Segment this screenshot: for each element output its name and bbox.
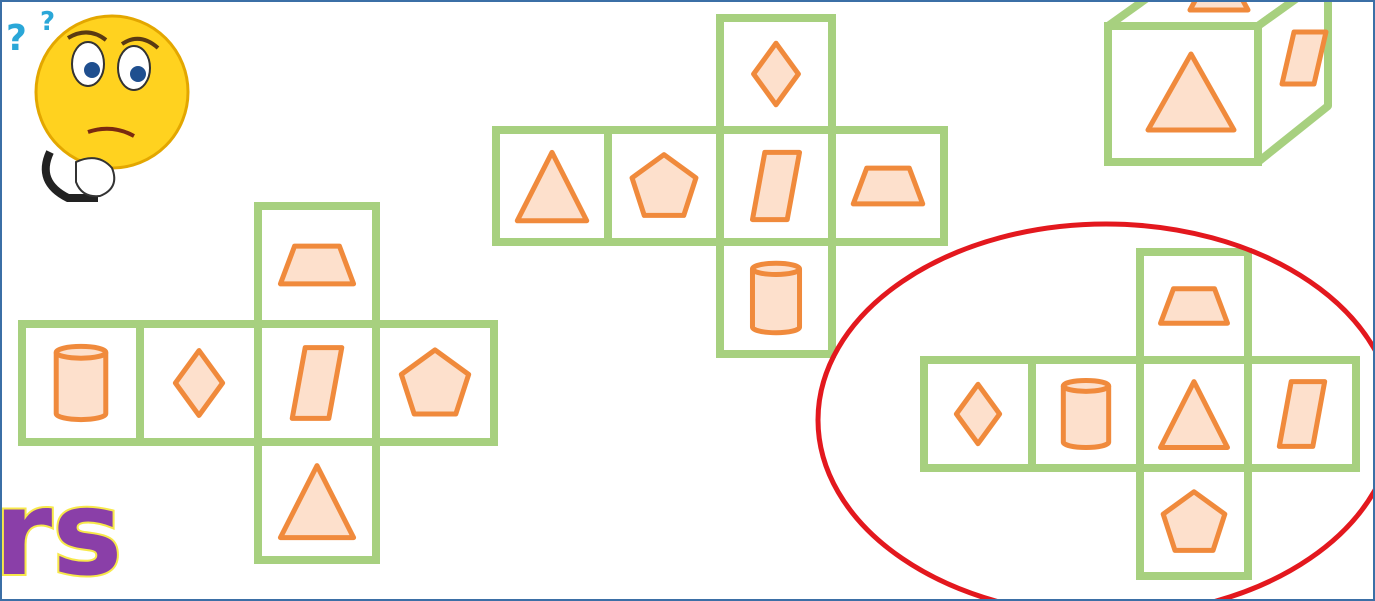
pentagon-icon	[398, 347, 472, 417]
net-cell	[492, 126, 612, 246]
diamond-icon	[751, 40, 801, 108]
cylinder-icon	[1060, 378, 1112, 450]
trapezoid-icon	[1158, 286, 1230, 326]
triangle-icon	[1145, 51, 1237, 133]
parallelogram-icon	[1279, 29, 1329, 87]
net-cell	[828, 126, 948, 246]
net-cell	[716, 14, 836, 134]
diamond-icon	[953, 381, 1003, 447]
net-cell	[716, 126, 836, 246]
emoji-face	[34, 14, 190, 170]
parallelogram-icon	[1276, 379, 1328, 449]
net-cell	[1136, 464, 1252, 580]
net-cell	[254, 438, 380, 564]
trapezoid-icon	[850, 165, 926, 207]
net-cell	[1136, 356, 1252, 472]
net-cell	[604, 126, 724, 246]
net-cell	[1244, 356, 1360, 472]
question-mark-icon: ?	[6, 18, 27, 59]
cube-net-b	[492, 14, 948, 358]
net-cell	[136, 320, 262, 446]
net-cell	[254, 320, 380, 446]
trapezoid-icon	[277, 243, 357, 287]
triangle-icon	[514, 149, 590, 224]
cube-net-c	[920, 248, 1360, 580]
parallelogram-icon	[749, 149, 803, 223]
cube-diagram	[1104, 2, 1332, 166]
net-cell	[18, 320, 144, 446]
trapezoid-icon	[1187, 2, 1251, 13]
question-mark-icon: ?	[40, 7, 55, 37]
parallelogram-icon	[289, 345, 345, 421]
net-cell	[920, 356, 1036, 472]
net-cell	[716, 238, 836, 358]
thinking-face-icon: ? ?	[6, 7, 190, 202]
cylinder-icon	[749, 260, 803, 336]
glove-hand	[75, 157, 116, 198]
net-cell	[1028, 356, 1144, 472]
triangle-icon	[277, 463, 357, 541]
net-cell	[1136, 248, 1252, 364]
pentagon-icon	[629, 152, 699, 218]
triangle-icon	[1158, 379, 1230, 450]
net-cell	[254, 202, 380, 328]
cylinder-icon	[53, 343, 109, 423]
answer-highlight-ellipse	[815, 221, 1373, 599]
pentagon-icon	[1160, 489, 1228, 553]
net-cell	[372, 320, 498, 446]
diamond-icon	[172, 348, 226, 418]
logo-fragment-text: rs	[2, 464, 122, 599]
cube-net-a	[18, 202, 498, 564]
